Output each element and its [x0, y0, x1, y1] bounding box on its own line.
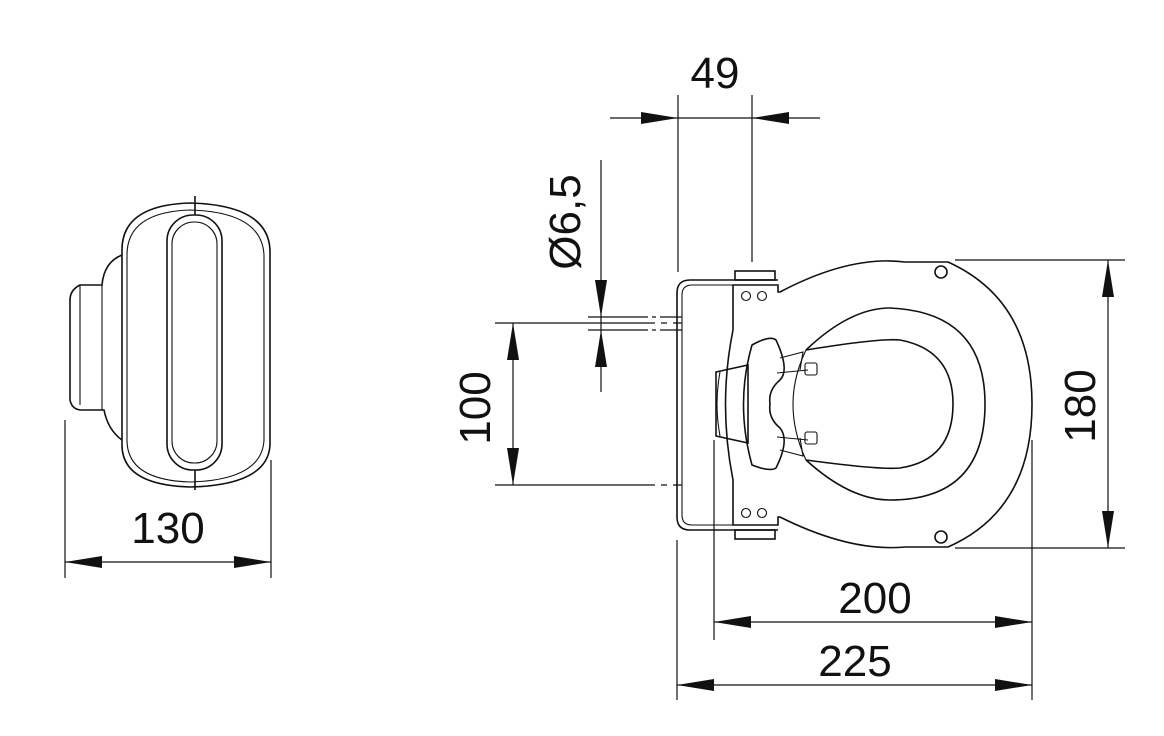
overall-depth-dimension-label: 225: [818, 637, 891, 686]
width-dimension-label: 130: [131, 504, 204, 553]
height-dimension-label: 180: [1056, 369, 1105, 442]
depth-dimension-label: 200: [838, 574, 911, 623]
side-view: 130: [64, 196, 272, 578]
front-view: 49 Ø6,5 100 180 200 225: [451, 49, 1125, 700]
hole-diameter-label: Ø6,5: [541, 174, 590, 269]
hole-spacing-label: 100: [451, 371, 500, 444]
offset-dimension-label: 49: [691, 49, 740, 98]
